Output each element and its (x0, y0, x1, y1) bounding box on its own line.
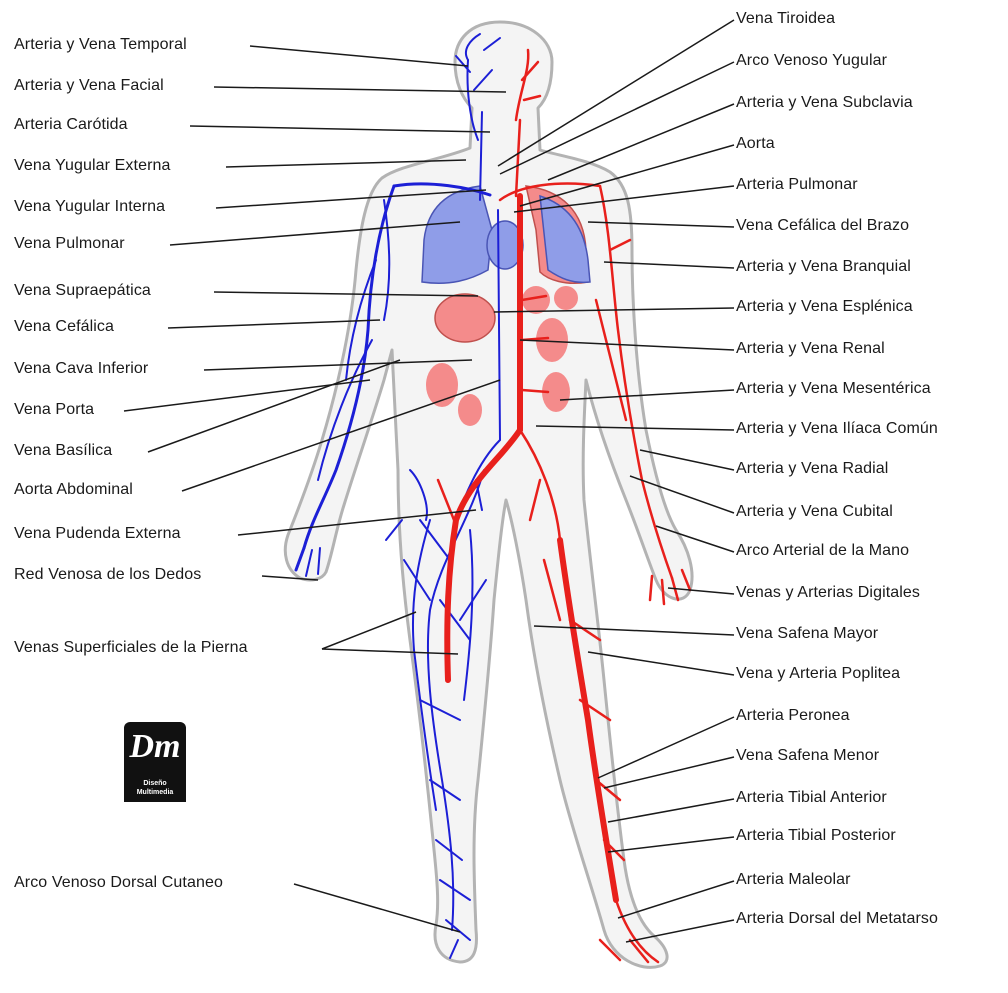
label-left-14: Red Venosa de los Dedos (14, 566, 201, 584)
leader-left-15 (322, 612, 416, 649)
label-right-9: Arteria y Vena Renal (736, 340, 885, 358)
kidney-right (536, 318, 568, 362)
dm-logo: Dm Diseño Multimedia (124, 722, 186, 804)
label-right-22: Arteria Maleolar (736, 871, 851, 889)
leader-left-3 (190, 126, 490, 132)
label-left-10: Vena Porta (14, 401, 94, 419)
label-right-4: Aorta (736, 135, 775, 153)
leader-right-18 (598, 717, 734, 778)
label-right-7: Arteria y Vena Branquial (736, 258, 911, 276)
leader-right-21 (608, 837, 734, 852)
logo-line-2: Multimedia (124, 788, 186, 797)
leader-left-1 (250, 46, 468, 66)
label-right-11: Arteria y Vena Ilíaca Común (736, 420, 938, 438)
label-left-3: Arteria Carótida (14, 116, 128, 134)
liver (435, 294, 495, 342)
label-left-8: Vena Cefálica (14, 318, 114, 336)
label-left-6: Vena Pulmonar (14, 235, 125, 253)
leader-left-16 (294, 884, 460, 932)
label-right-10: Arteria y Vena Mesentérica (736, 380, 931, 398)
label-left-5: Vena Yugular Interna (14, 198, 165, 216)
label-right-8: Arteria y Vena Esplénica (736, 298, 913, 316)
label-right-3: Arteria y Vena Subclavia (736, 94, 913, 112)
label-left-12: Aorta Abdominal (14, 481, 133, 499)
logo-subtitle: Diseño Multimedia (124, 776, 186, 802)
label-left-16: Arco Venoso Dorsal Cutaneo (14, 874, 223, 892)
label-right-5: Arteria Pulmonar (736, 176, 858, 194)
label-right-20: Arteria Tibial Anterior (736, 789, 887, 807)
label-left-4: Vena Yugular Externa (14, 157, 171, 175)
label-right-6: Vena Cefálica del Brazo (736, 217, 909, 235)
label-right-16: Vena Safena Mayor (736, 625, 878, 643)
label-left-13: Vena Pudenda Externa (14, 525, 181, 543)
label-right-2: Arco Venoso Yugular (736, 52, 887, 70)
label-right-17: Vena y Arteria Poplitea (736, 665, 900, 683)
label-right-15: Venas y Arterias Digitales (736, 584, 920, 602)
label-left-11: Vena Basílica (14, 442, 112, 460)
logo-mark: Dm (124, 722, 186, 776)
spleen (554, 286, 578, 310)
leader-right-22 (618, 881, 734, 918)
label-left-2: Arteria y Vena Facial (14, 77, 164, 95)
label-right-12: Arteria y Vena Radial (736, 460, 888, 478)
label-right-23: Arteria Dorsal del Metatarso (736, 910, 938, 928)
label-right-19: Vena Safena Menor (736, 747, 879, 765)
leader-right-3 (548, 104, 734, 180)
leader-right-17 (588, 652, 734, 675)
label-left-1: Arteria y Vena Temporal (14, 36, 187, 54)
leader-right-19 (604, 757, 734, 788)
label-right-13: Arteria y Vena Cubital (736, 503, 893, 521)
label-left-15: Venas Superficiales de la Pierna (14, 639, 248, 657)
logo-line-1: Diseño (124, 779, 186, 788)
label-right-21: Arteria Tibial Posterior (736, 827, 896, 845)
label-right-18: Arteria Peronea (736, 707, 850, 725)
logo-mark-text: Dm (128, 727, 182, 767)
intestine-left (458, 394, 482, 426)
label-right-1: Vena Tiroidea (736, 10, 835, 28)
label-left-9: Vena Cava Inferior (14, 360, 148, 378)
label-right-14: Arco Arterial de la Mano (736, 542, 909, 560)
label-left-7: Vena Supraepática (14, 282, 151, 300)
artery-5 (650, 576, 652, 600)
leader-right-20 (608, 799, 734, 822)
